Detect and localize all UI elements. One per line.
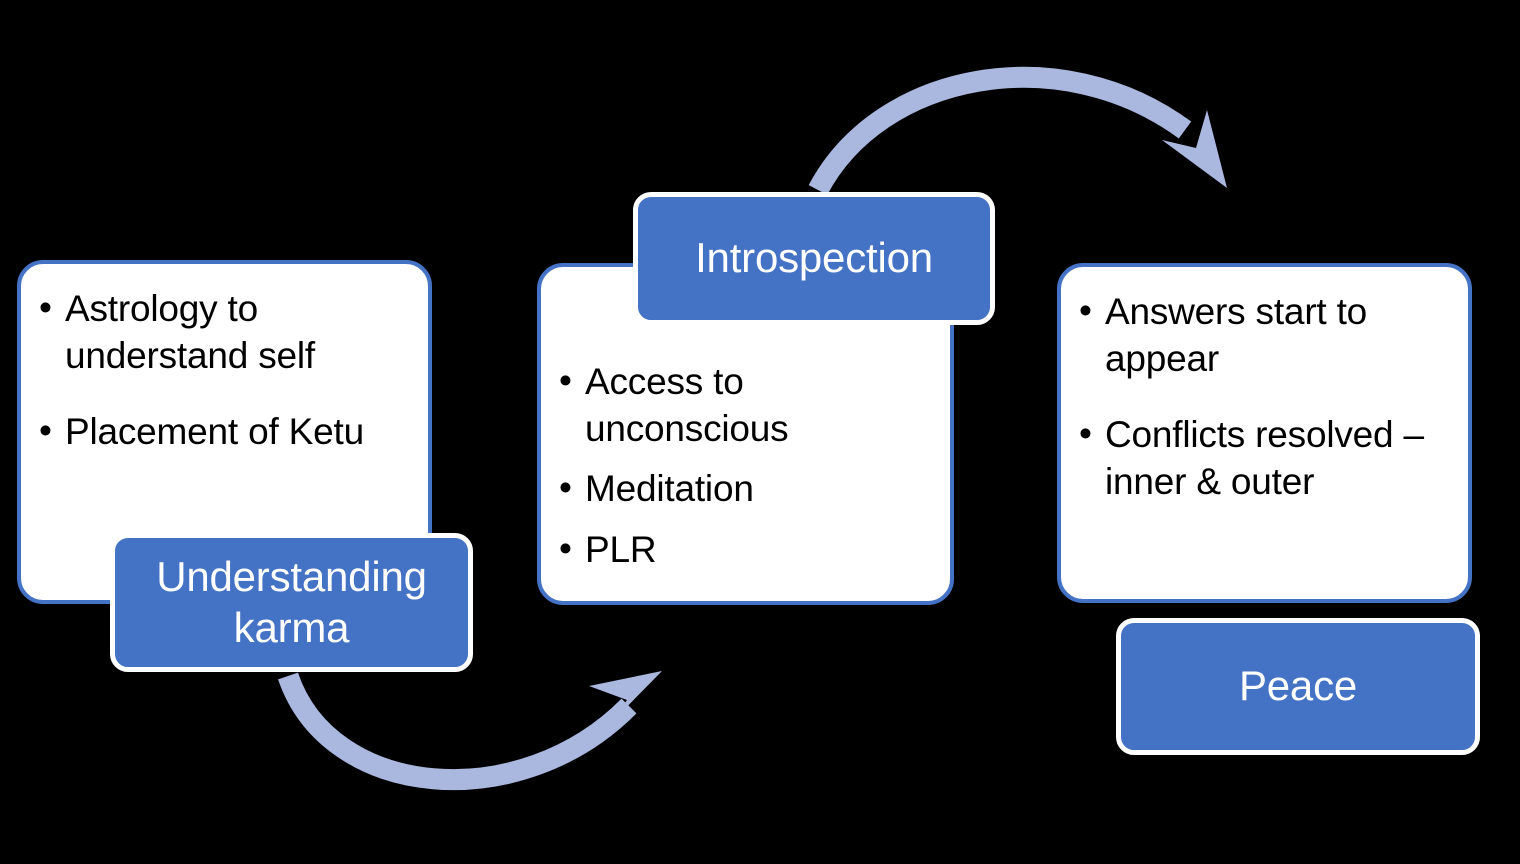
stage-label-introspection[interactable]: Introspection xyxy=(633,192,995,325)
stage-label-peace[interactable]: Peace xyxy=(1116,618,1480,755)
bullet-list: Astrology to understand self Placement o… xyxy=(39,285,414,456)
list-item: Access to unconscious xyxy=(559,358,936,452)
chip-label-text: Introspection xyxy=(695,234,933,282)
list-item: Conflicts resolved – inner & outer xyxy=(1079,411,1454,505)
bullet-list: Answers start to appear Conflicts resolv… xyxy=(1079,288,1454,505)
chip-label-text: Peace xyxy=(1238,662,1358,710)
stage-label-understanding-karma[interactable]: Understanding karma xyxy=(110,533,473,672)
bullet-list: Access to unconscious Meditation PLR xyxy=(559,358,936,574)
list-item: Astrology to understand self xyxy=(39,285,414,379)
chip-label-text: Understanding karma xyxy=(156,553,427,651)
list-item: Placement of Ketu xyxy=(39,408,414,456)
connector-karma-to-introspection xyxy=(278,671,662,791)
list-item: Answers start to appear xyxy=(1079,288,1454,382)
list-item: PLR xyxy=(559,526,936,574)
stage-card-peace: Answers start to appear Conflicts resolv… xyxy=(1057,263,1472,603)
connector-introspection-to-peace xyxy=(808,66,1227,195)
list-item: Meditation xyxy=(559,465,936,513)
stage-card-understanding-karma: Astrology to understand self Placement o… xyxy=(17,260,432,604)
